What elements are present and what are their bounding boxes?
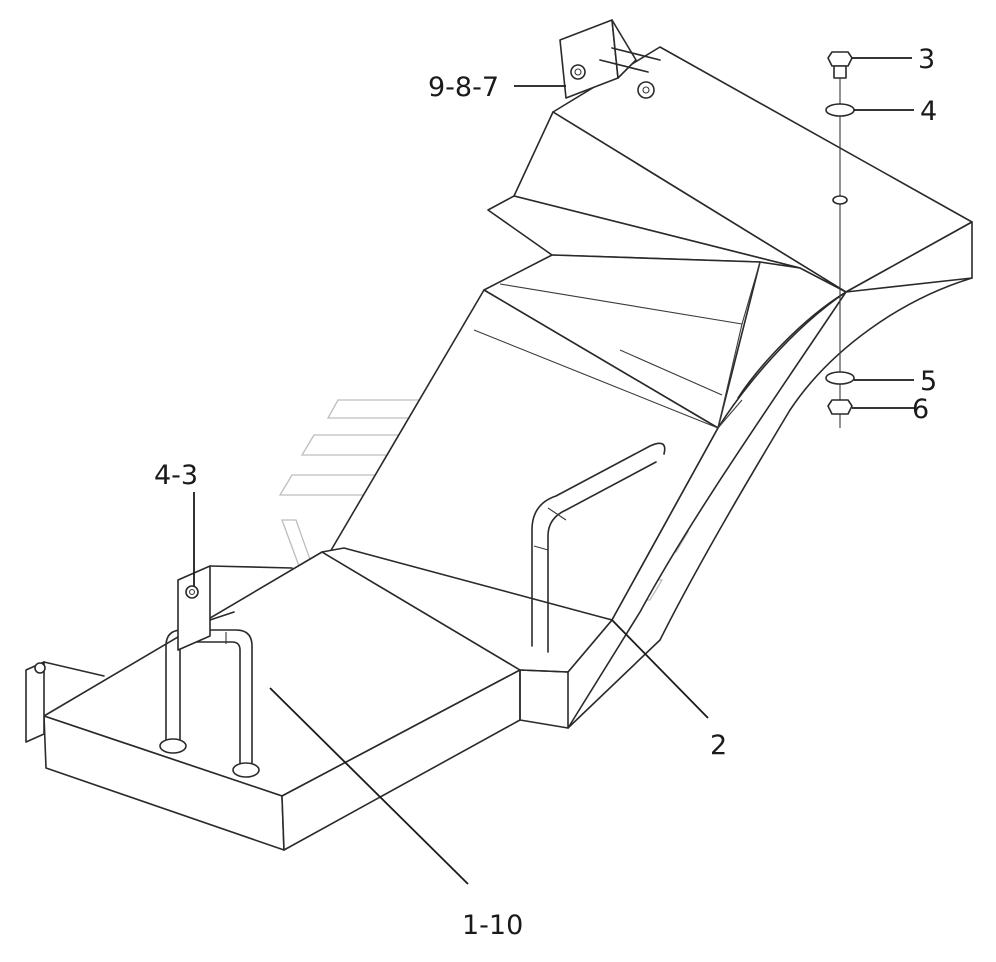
callout-label: 6 — [912, 394, 929, 425]
cap-nut-top — [637, 81, 655, 99]
leader-lines — [193, 57, 914, 885]
mounting-bracket-far-left — [25, 661, 105, 743]
callout-label: 1-10 — [462, 910, 523, 941]
callout-label: 2 — [710, 730, 727, 761]
mounting-bracket-top — [559, 19, 661, 99]
grab-handle-lower — [159, 629, 260, 778]
callout-label: 4 — [920, 96, 937, 127]
fastener-stack — [825, 51, 855, 428]
engine-cover-body — [43, 46, 973, 851]
mounting-bracket-left — [177, 565, 293, 651]
grab-handle-ramp — [531, 442, 666, 653]
callout-label: 9-8-7 — [428, 72, 499, 103]
callout-label: 4-3 — [154, 460, 198, 491]
callout-label: 5 — [920, 366, 937, 397]
callout-label: 3 — [918, 44, 935, 75]
callout-labels: 3 4 5 6 9-8-7 4-3 2 1-10 — [154, 44, 937, 941]
